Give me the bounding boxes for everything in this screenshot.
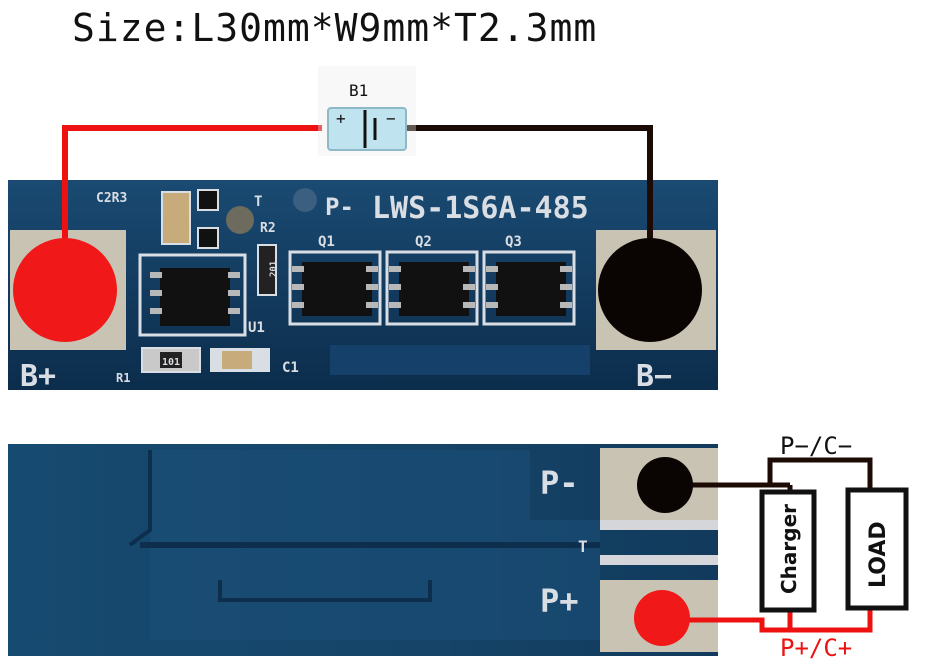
battery-plus-sign: + bbox=[336, 109, 346, 128]
p-plus-terminal-dot bbox=[634, 590, 690, 646]
p-plus-c-plus-label: P+/C+ bbox=[780, 634, 852, 662]
silk-b-plus: B+ bbox=[20, 359, 56, 394]
silk-q3: Q3 bbox=[505, 234, 522, 250]
silk-u1: U1 bbox=[248, 320, 265, 336]
silk-b-minus: B− bbox=[636, 359, 672, 394]
thermistor bbox=[226, 206, 254, 234]
p-minus-c-minus-label: P−/C− bbox=[780, 432, 852, 460]
silk-t-bottom: T bbox=[578, 537, 588, 556]
r2-resistor bbox=[257, 244, 277, 296]
negative-wire-bottom bbox=[665, 457, 873, 490]
load-label: LOAD bbox=[866, 521, 891, 588]
silk-c1: C1 bbox=[282, 360, 299, 376]
silk-r2: R2 bbox=[260, 221, 276, 236]
q1-chip bbox=[302, 262, 372, 316]
silk-c2r3: C2R3 bbox=[96, 191, 127, 206]
charger-label: Charger bbox=[777, 504, 801, 594]
silk-q1: Q1 bbox=[318, 234, 335, 250]
pad-stripe-1 bbox=[600, 520, 718, 530]
q2-outline bbox=[385, 250, 479, 326]
test-point bbox=[293, 188, 317, 212]
charger-box bbox=[759, 489, 817, 613]
u1-chip bbox=[160, 268, 230, 326]
bottom-pcb-board: P- P+ T bbox=[8, 444, 718, 656]
silk-p-minus: P- bbox=[540, 464, 579, 502]
silk-r201: 201 bbox=[269, 261, 279, 277]
silk-t: T bbox=[254, 194, 262, 210]
silk-model: LWS-1S6A-485 bbox=[372, 191, 589, 226]
r1-body bbox=[160, 352, 182, 368]
q1-outline bbox=[288, 250, 382, 326]
c2-capacitor bbox=[161, 191, 191, 245]
q3-outline bbox=[482, 250, 576, 326]
trace-left bbox=[128, 450, 152, 547]
q3-chip bbox=[496, 262, 566, 316]
positive-wire-top bbox=[62, 125, 322, 290]
pad-stripe-2 bbox=[600, 555, 718, 565]
battery-minus-sign: − bbox=[386, 109, 396, 128]
r3-resistor bbox=[197, 189, 219, 211]
silk-r1: R1 bbox=[116, 371, 130, 385]
silk-r101: 101 bbox=[162, 357, 180, 368]
load-wiring: Charger LOAD P−/C− P+/C+ bbox=[634, 432, 909, 662]
battery-label: B1 bbox=[349, 81, 368, 100]
size-title: Size:L30mm*W9mm*T2.3mm bbox=[72, 6, 598, 50]
trace-bottom bbox=[218, 580, 432, 602]
negative-wire-top bbox=[404, 125, 653, 290]
battery-wiring bbox=[13, 125, 702, 342]
chip-pins bbox=[150, 266, 572, 314]
battery-body bbox=[327, 107, 407, 151]
positive-wire-bottom bbox=[662, 608, 873, 633]
battery-b1: B1 + − bbox=[318, 66, 416, 156]
b-minus-terminal-dot bbox=[598, 238, 702, 342]
load-box bbox=[845, 487, 909, 611]
silk-q2: Q2 bbox=[415, 234, 432, 250]
q2-chip bbox=[399, 262, 469, 316]
small-diode bbox=[197, 227, 219, 249]
b-plus-terminal-dot bbox=[13, 238, 117, 342]
c1-capacitor bbox=[222, 351, 252, 369]
u1-outline bbox=[138, 253, 247, 337]
p-minus-terminal-dot bbox=[637, 457, 693, 513]
silk-prefix: P- bbox=[325, 193, 354, 221]
via-row bbox=[330, 345, 590, 375]
silk-p-plus: P+ bbox=[540, 582, 579, 620]
